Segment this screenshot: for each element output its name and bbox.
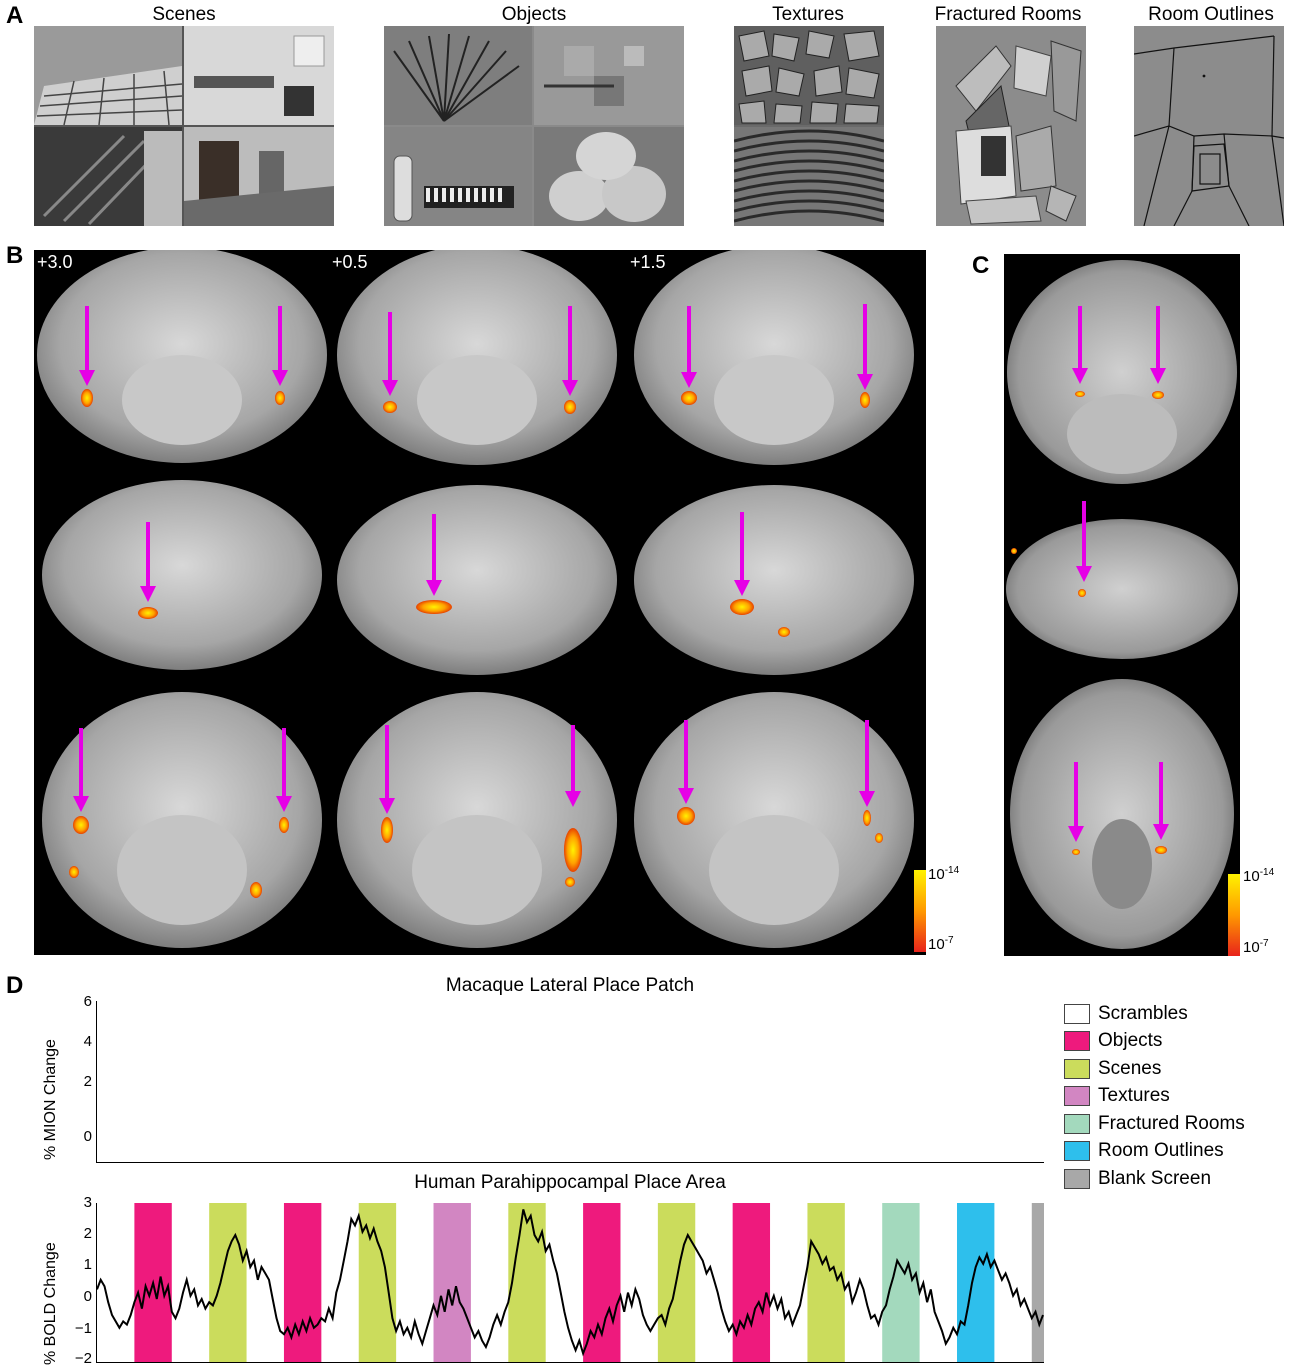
legend-item-scenes: Scenes [1064,1055,1245,1083]
plot-title-macaque: Macaque Lateral Place Patch [445,975,695,996]
block-objects [732,1203,771,1363]
block-room-outlines [957,1203,995,1363]
block-scenes [508,1203,546,1363]
stimulus-title-room-outlines: Room Outlines [1148,4,1274,25]
plot-axes [96,1001,1044,1163]
colorbar-b-bottom-label: 10-7 [928,935,954,953]
colorbar-c [1228,874,1240,956]
ylabel-human: % BOLD Change [42,1242,59,1365]
slice-label-1: +3.0 [37,252,73,272]
legend-swatch [1064,1168,1090,1189]
legend-label: Scrambles [1098,1002,1188,1024]
block-scenes [358,1203,397,1363]
panel-letter-c: C [972,252,990,279]
stimulus-title-scenes: Scenes [152,4,216,25]
timecourse-line [96,1209,1044,1357]
legend-label: Scenes [1098,1057,1162,1079]
textures-stimulus-image [734,26,884,226]
ytick-human-3: 3 [83,1194,92,1211]
ytick-macaque-2: 2 [83,1073,92,1090]
ytick-human-0: 0 [83,1288,92,1305]
legend-label: Fractured Rooms [1098,1112,1245,1134]
condition-legend: Scrambles Objects Scenes Textures Fractu… [1064,1000,1245,1193]
block-fractured-rooms [882,1203,920,1363]
slice-label-2: +0.5 [332,252,368,272]
ylabel-macaque: % MION Change [42,1039,59,1160]
panel-letter-d: D [6,972,24,999]
colorbar-c-top-label: 10-14 [1243,867,1275,885]
human-timecourse-plot [96,1203,1044,1363]
legend-item-textures: Textures [1064,1083,1245,1111]
objects-stimulus-image [384,26,684,226]
block-blank-screen [1031,1203,1044,1363]
legend-label: Blank Screen [1098,1167,1212,1189]
panel-letter-a: A [6,2,24,29]
block-objects [283,1203,322,1363]
legend-item-blank-screen: Blank Screen [1064,1165,1245,1193]
scenes-stimulus-image [34,26,334,226]
legend-item-fractured-rooms: Fractured Rooms [1064,1110,1245,1138]
ytick-human-1: 1 [83,1256,92,1273]
colorbar-c-bottom-label: 10-7 [1243,938,1269,956]
stimulus-title-objects: Objects [501,4,567,25]
legend-label: Room Outlines [1098,1140,1224,1162]
legend-swatch [1064,1113,1090,1134]
colorbar-b-top-label: 10-14 [928,865,960,883]
block-scenes [209,1203,247,1363]
legend-swatch [1064,1031,1090,1052]
ytick-macaque-4: 4 [83,1033,92,1050]
legend-item-room-outlines: Room Outlines [1064,1138,1245,1166]
legend-item-objects: Objects [1064,1028,1245,1056]
block-textures [433,1203,471,1363]
slice-label-3: +1.5 [630,252,666,272]
block-scenes [807,1203,845,1363]
ytick-human-m2: −2 [74,1350,92,1367]
ytick-human-m1: −1 [74,1320,92,1337]
macaque-timecourse-plot [96,1001,1044,1163]
legend-swatch [1064,1058,1090,1079]
macaque-brain-slices [34,250,926,955]
stimulus-title-textures: Textures [772,4,844,25]
human-brain-slices [1004,254,1240,956]
colorbar-b [914,870,926,952]
stimulus-title-fractured-rooms: Fractured Rooms [934,4,1082,25]
legend-item-scrambles: Scrambles [1064,1000,1245,1028]
ytick-macaque-6: 6 [83,993,92,1010]
legend-label: Textures [1098,1085,1170,1107]
panel-letter-b: B [6,242,24,269]
legend-swatch [1064,1086,1090,1107]
legend-swatch [1064,1141,1090,1162]
plot-title-human: Human Parahippocampal Place Area [414,1172,726,1193]
room-outlines-stimulus-image [1134,26,1284,226]
fractured-rooms-stimulus-image [936,26,1086,226]
ytick-human-2: 2 [83,1225,92,1242]
legend-swatch [1064,1003,1090,1024]
plot-axes [96,1203,1044,1363]
ytick-macaque-0: 0 [83,1128,92,1145]
legend-label: Objects [1098,1030,1163,1052]
